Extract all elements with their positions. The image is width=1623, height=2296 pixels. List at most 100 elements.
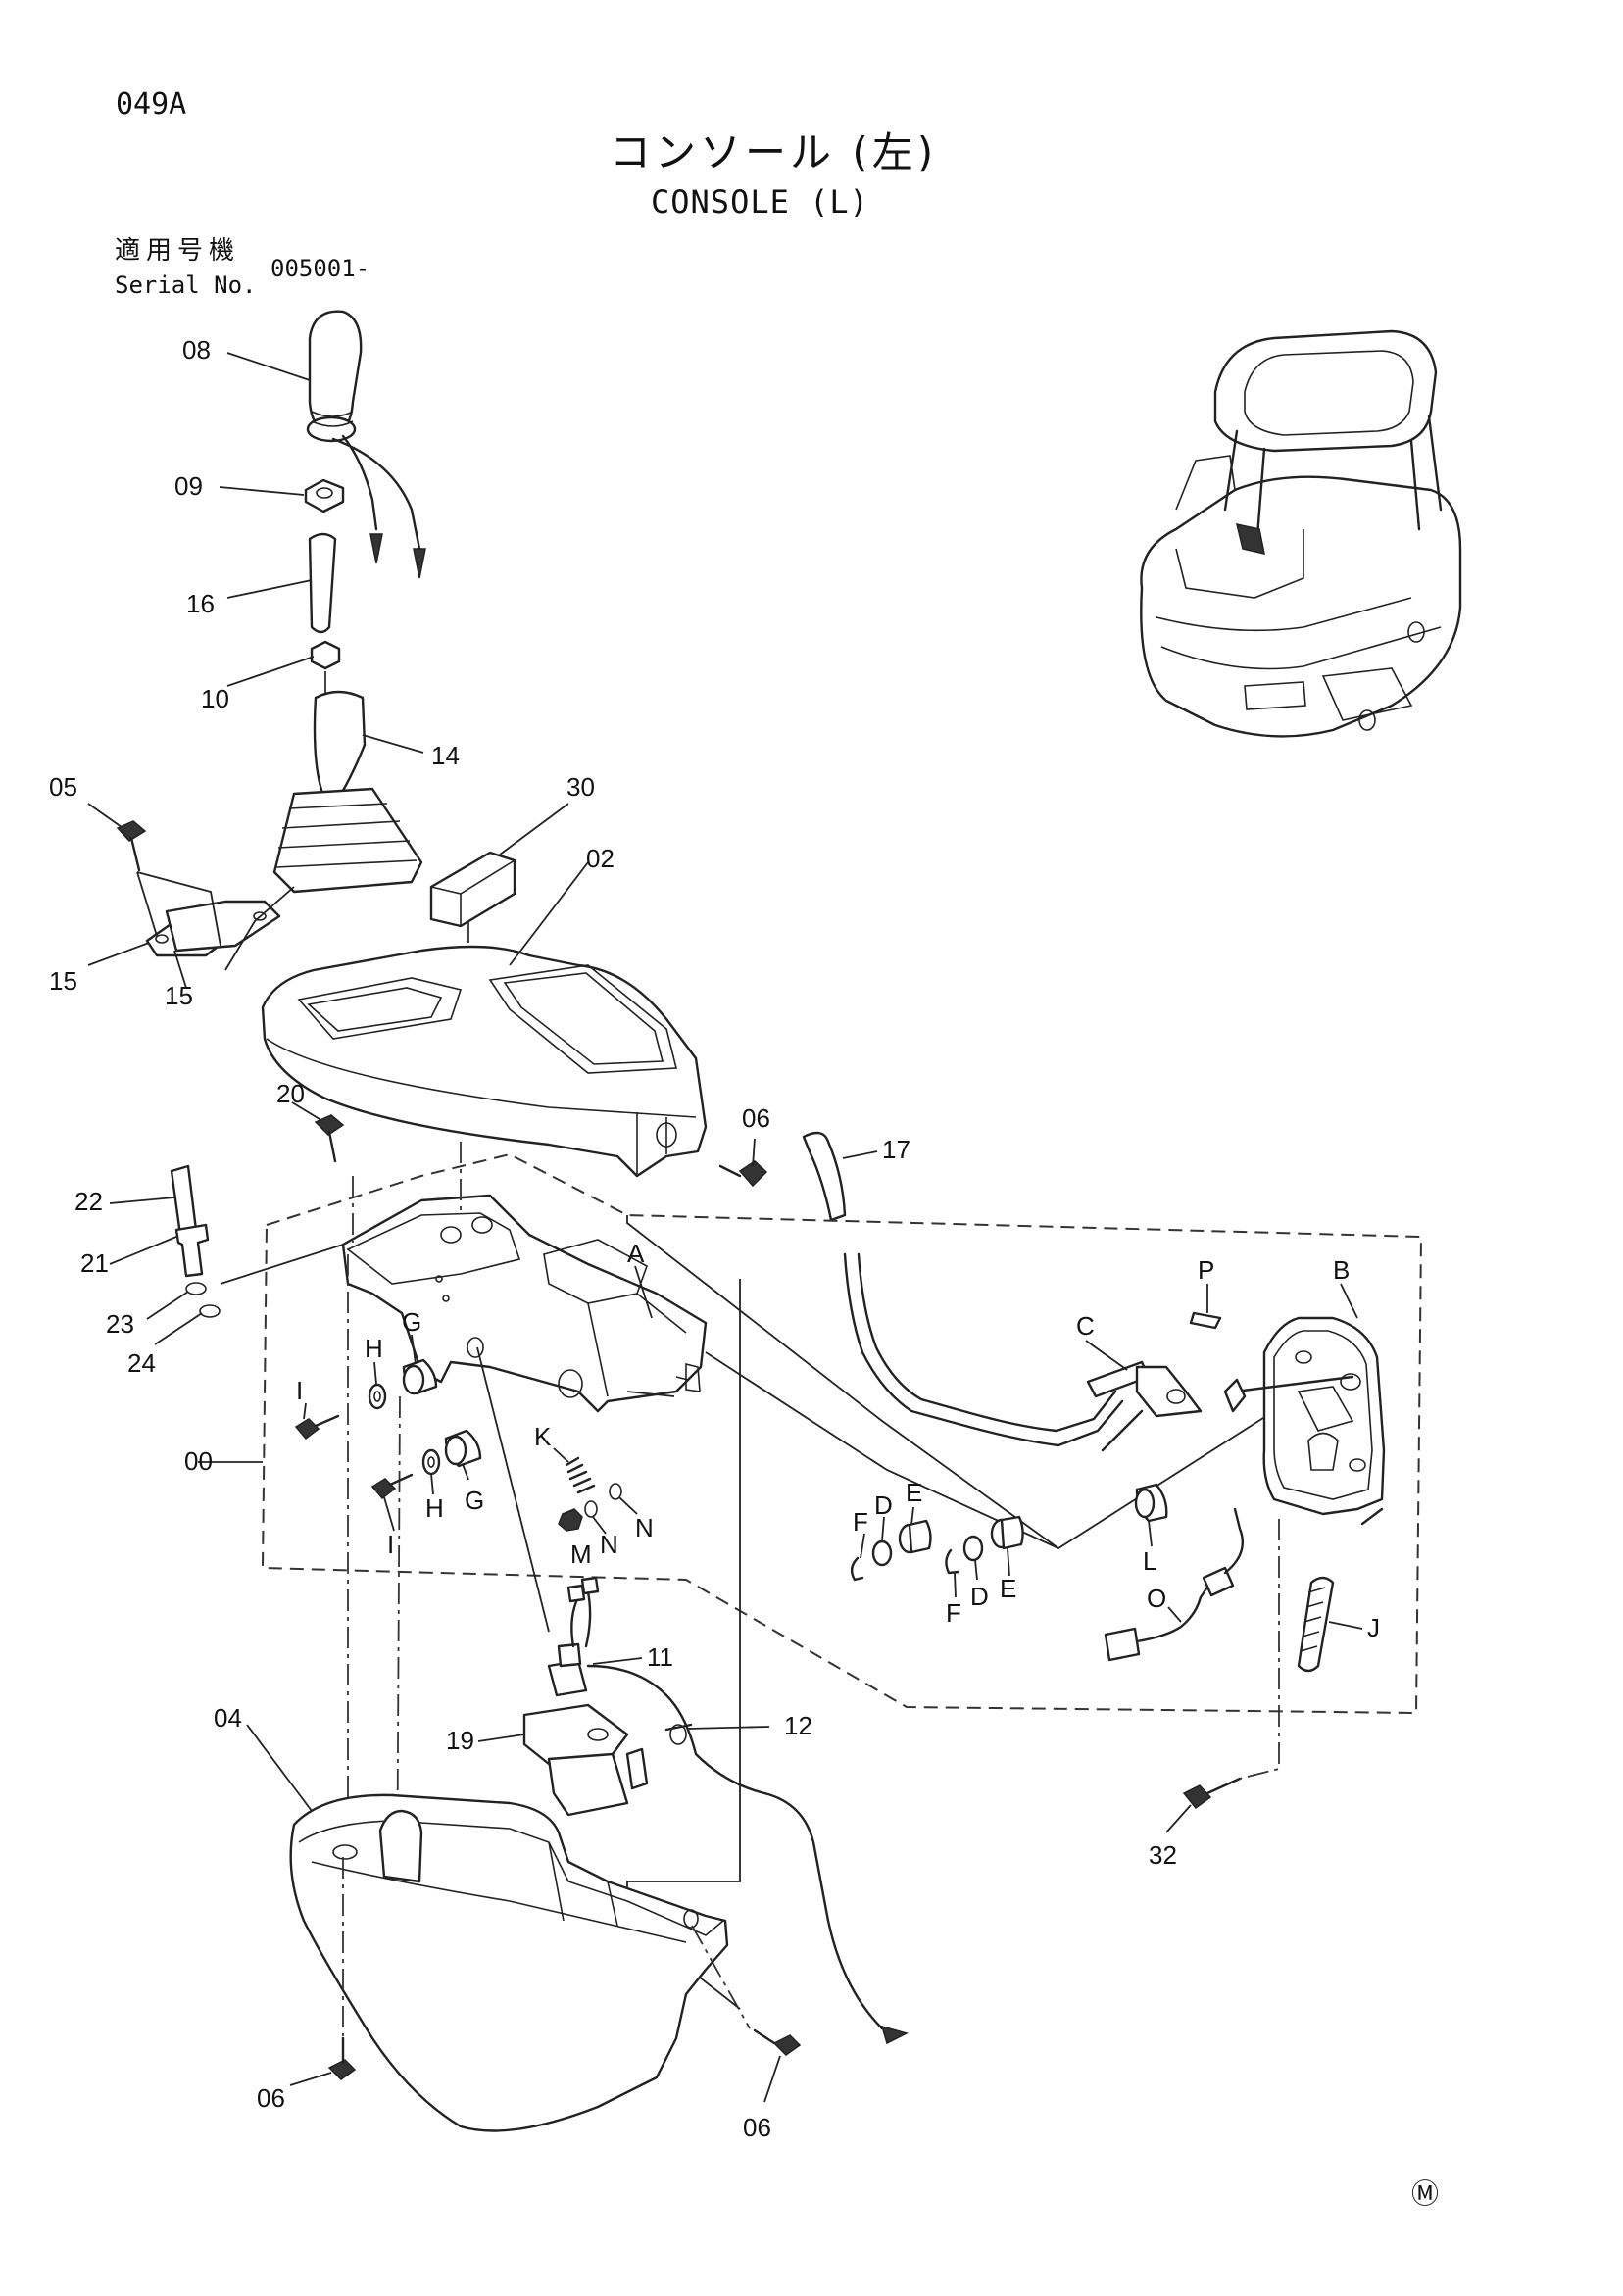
washer-H-lower (421, 1448, 441, 1476)
switch-19 (522, 1642, 649, 1817)
bolt-06-bottom-left (327, 2036, 357, 2080)
lever-nut-10 (310, 640, 341, 670)
callout-A: A (627, 1239, 645, 1268)
callout-16: 16 (186, 589, 215, 618)
serial-number-range: 005001- (270, 255, 370, 282)
bolt-I-upper (294, 1414, 340, 1441)
callout-P: P (1198, 1255, 1214, 1285)
collar-E-left (898, 1519, 932, 1554)
clip-F-right (945, 1548, 960, 1575)
collar-G-lower (444, 1429, 482, 1468)
lever-boot-14 (272, 690, 423, 894)
callout-06-upper: 06 (742, 1103, 770, 1133)
callout-I-upper: I (296, 1376, 303, 1405)
rod-assembly (843, 1252, 1124, 1447)
callout-10: 10 (201, 684, 229, 713)
callout-20: 20 (276, 1079, 305, 1108)
callout-04: 04 (214, 1703, 242, 1733)
plate-15-right (165, 900, 281, 953)
clip-F-left (850, 1556, 864, 1582)
callout-F-left: F (853, 1507, 868, 1537)
callout-14: 14 (431, 741, 460, 770)
console-cover-02 (261, 945, 708, 1178)
callout-O: O (1147, 1584, 1166, 1613)
spring-J (1297, 1576, 1335, 1673)
callout-02: 02 (586, 844, 615, 873)
callout-12: 12 (784, 1711, 812, 1740)
bolt-06-bottom-right (753, 2028, 802, 2056)
callout-B: B (1333, 1255, 1350, 1285)
washer-N-lower (584, 1500, 598, 1518)
excavator-locator-illustration (1140, 329, 1462, 738)
bracket-A (341, 1194, 708, 1413)
washer-D-left (871, 1539, 893, 1567)
callout-17: 17 (882, 1135, 910, 1164)
shaft-C (1086, 1360, 1203, 1452)
callout-21: 21 (80, 1248, 109, 1278)
title-japanese: コンソール (左) (610, 128, 938, 176)
callout-G-lower: G (465, 1486, 484, 1515)
callout-I-lower: I (387, 1530, 394, 1559)
callout-15-left: 15 (49, 966, 77, 996)
bushing-21 (174, 1223, 210, 1278)
serial-label-english: Serial No. (115, 271, 257, 299)
hose-17 (802, 1131, 847, 1222)
washer-D-right (962, 1535, 984, 1562)
callout-11: 11 (647, 1642, 673, 1672)
bolt-32 (1182, 1777, 1242, 1810)
callout-09: 09 (174, 471, 203, 501)
lever-knob-grip (306, 310, 426, 579)
callout-05: 05 (49, 772, 77, 802)
nut-M (558, 1508, 583, 1532)
callout-06-bottom-left: 06 (257, 2083, 285, 2113)
washer-24 (199, 1304, 221, 1318)
bushing-L (1134, 1483, 1168, 1523)
washer-H-upper (368, 1383, 387, 1410)
callout-N-lower: N (600, 1530, 618, 1559)
callout-32: 32 (1149, 1840, 1177, 1870)
bolt-06-upper (718, 1160, 768, 1188)
callout-labels: 08 09 16 10 14 05 30 02 15 15 20 06 17 2… (49, 335, 1439, 2209)
washer-23 (185, 1282, 207, 1295)
collar-E-right (990, 1515, 1024, 1550)
bracket-plate-B (1223, 1316, 1386, 1526)
lever-nut-09 (304, 478, 345, 513)
callout-D-right: D (970, 1582, 989, 1611)
serial-label-japanese: 適用号機 (115, 236, 241, 266)
callout-23: 23 (106, 1309, 134, 1339)
collar-G-upper (402, 1358, 438, 1395)
harness-O (1104, 1507, 1245, 1662)
callout-E-right: E (1000, 1574, 1016, 1603)
callout-K: K (534, 1422, 552, 1451)
harness-11 (566, 1576, 910, 2045)
callout-24: 24 (127, 1348, 156, 1378)
washer-N-upper (609, 1483, 622, 1500)
lower-cover-04 (289, 1793, 729, 2132)
callout-E-left: E (906, 1478, 922, 1507)
bolt-20 (314, 1114, 345, 1163)
callout-M: M (570, 1539, 592, 1569)
callout-D-left: D (874, 1490, 893, 1520)
callout-15-right: 15 (165, 981, 193, 1010)
title-english: CONSOLE (L) (651, 183, 869, 220)
bolt-05 (116, 820, 147, 872)
callout-08: 08 (182, 335, 211, 365)
manufacturer-mark: Ⓜ (1411, 2178, 1439, 2209)
callout-19: 19 (446, 1726, 474, 1755)
lever-rod-16 (308, 532, 337, 634)
clip-P (1189, 1311, 1222, 1330)
callout-22: 22 (74, 1187, 103, 1216)
callout-C: C (1076, 1311, 1095, 1341)
bolt-I-lower (370, 1473, 414, 1500)
pad-30 (429, 851, 516, 928)
callout-G-upper: G (402, 1307, 421, 1337)
page-id: 049A (116, 87, 187, 122)
callout-H-lower: H (425, 1493, 444, 1523)
spring-K (565, 1456, 596, 1494)
callout-30: 30 (566, 772, 595, 802)
callout-F-right: F (946, 1598, 961, 1628)
pin-22 (170, 1164, 198, 1237)
callout-00: 00 (184, 1446, 213, 1476)
callout-N-upper: N (635, 1513, 654, 1542)
